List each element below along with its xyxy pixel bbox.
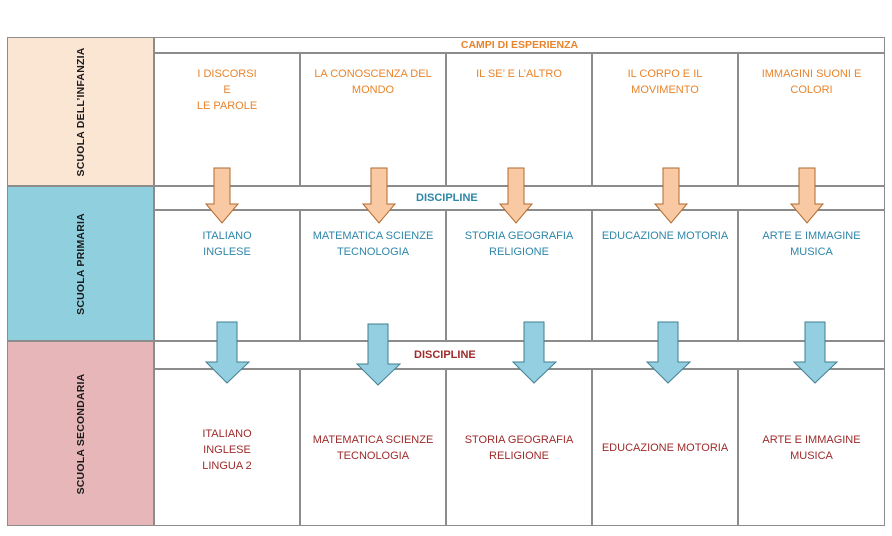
cell-infanzia-5: IMMAGINI SUONI E COLORI — [738, 53, 885, 186]
cell-primaria-5: ARTE E IMMAGINE MUSICA — [738, 210, 885, 341]
cell-primaria-3: STORIA GEOGRAFIA RELIGIONE — [446, 210, 592, 341]
cell-secondaria-1-text: ITALIANO INGLESE LINGUA 2 — [202, 428, 252, 472]
arrow-down-blue-4 — [645, 321, 692, 384]
cell-primaria-5-text: ARTE E IMMAGINE MUSICA — [762, 230, 861, 258]
arrow-down-orange-1 — [204, 167, 240, 224]
band-title-discipline-secondaria: DISCIPLINE — [414, 349, 476, 361]
cell-secondaria-4-text: EDUCAZIONE MOTORIA — [601, 442, 729, 454]
cell-primaria-3-text: STORIA GEOGRAFIA RELIGIONE — [464, 230, 574, 258]
cell-secondaria-5-text: ARTE E IMMAGINE MUSICA — [762, 434, 861, 462]
band-title-campi: CAMPI DI ESPERIENZA — [460, 39, 579, 51]
cell-infanzia-4: IL CORPO E IL MOVIMENTO — [592, 53, 738, 186]
arrow-down-orange-5 — [789, 167, 825, 224]
arrow-down-orange-3 — [498, 167, 534, 224]
side-primaria: SCUOLA PRIMARIA — [7, 186, 154, 341]
arrow-down-orange-2 — [361, 167, 397, 224]
side-secondaria: SCUOLA SECONDARIA — [7, 341, 154, 526]
arrow-down-orange-4 — [653, 167, 689, 224]
arrow-down-blue-3 — [511, 321, 558, 384]
cell-primaria-4: EDUCAZIONE MOTORIA — [592, 210, 738, 341]
cell-infanzia-5-text: IMMAGINI SUONI E COLORI — [761, 68, 862, 96]
cell-secondaria-2: MATEMATICA SCIENZE TECNOLOGIA — [300, 369, 446, 526]
cell-secondaria-4: EDUCAZIONE MOTORIA — [592, 369, 738, 526]
cell-primaria-2-text: MATEMATICA SCIENZE TECNOLOGIA — [312, 230, 434, 258]
cell-infanzia-2-text: LA CONOSCENZA DEL MONDO — [314, 68, 432, 96]
cell-infanzia-1: I DISCORSI E LE PAROLE — [154, 53, 300, 186]
cell-secondaria-3: STORIA GEOGRAFIA RELIGIONE — [446, 369, 592, 526]
label-scuola-infanzia: SCUOLA DELL’INFANZIA — [74, 46, 87, 177]
cell-primaria-1: ITALIANO INGLESE — [154, 210, 300, 341]
arrow-down-blue-2 — [355, 323, 402, 386]
label-scuola-primaria: SCUOLA PRIMARIA — [74, 212, 87, 315]
cell-infanzia-4-text: IL CORPO E IL MOVIMENTO — [627, 68, 703, 96]
arrow-down-blue-1 — [204, 321, 251, 384]
band-campi-esperienza: CAMPI DI ESPERIENZA — [154, 37, 885, 53]
cell-primaria-2: MATEMATICA SCIENZE TECNOLOGIA — [300, 210, 446, 341]
cell-primaria-1-text: ITALIANO INGLESE — [202, 230, 252, 258]
cell-primaria-4-text: EDUCAZIONE MOTORIA — [601, 230, 729, 242]
arrow-down-blue-5 — [792, 321, 839, 384]
band-title-discipline-primaria: DISCIPLINE — [416, 192, 478, 204]
cell-secondaria-3-text: STORIA GEOGRAFIA RELIGIONE — [464, 434, 574, 462]
cell-infanzia-2: LA CONOSCENZA DEL MONDO — [300, 53, 446, 186]
side-infanzia: SCUOLA DELL’INFANZIA — [7, 37, 154, 186]
cell-infanzia-3: IL SE’ E L’ALTRO — [446, 53, 592, 186]
cell-secondaria-1: ITALIANO INGLESE LINGUA 2 — [154, 369, 300, 526]
cell-secondaria-5: ARTE E IMMAGINE MUSICA — [738, 369, 885, 526]
cell-infanzia-3-text: IL SE’ E L’ALTRO — [476, 68, 562, 80]
cell-secondaria-2-text: MATEMATICA SCIENZE TECNOLOGIA — [312, 434, 434, 462]
cell-infanzia-1-text: I DISCORSI E LE PAROLE — [196, 68, 258, 112]
label-scuola-secondaria: SCUOLA SECONDARIA — [74, 373, 87, 494]
